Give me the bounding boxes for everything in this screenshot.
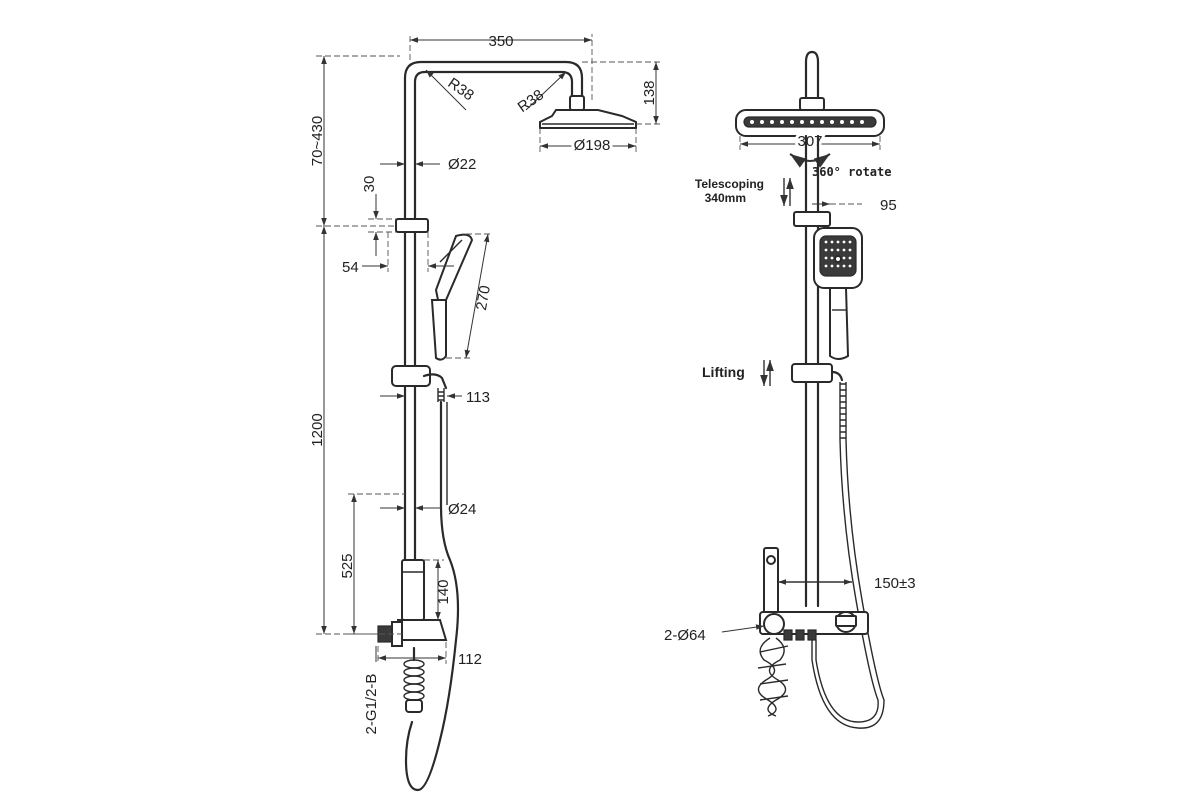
dimension-spout-140: 140: [424, 559, 452, 620]
dim-label-54: 54: [342, 259, 359, 276]
riser-pipe: [403, 60, 584, 637]
dimension-hand-shower-270: 270: [446, 233, 494, 359]
wall-holder-front: [793, 211, 831, 227]
dimension-pipe-24: Ø24: [348, 493, 476, 518]
dim-label-150: 150±3: [874, 575, 916, 592]
dimension-head-diameter-198: Ø198: [539, 128, 637, 157]
wall-holder-upper: [395, 218, 429, 233]
dim-label-inlet-thread: 2-G1/2-B: [363, 674, 380, 735]
dimension-holder-95: 95: [812, 197, 897, 214]
slider-bracket-side: [391, 365, 448, 402]
dimension-pipe-22: Ø22: [380, 156, 476, 173]
dimension-mixer-525: 525: [339, 494, 378, 635]
dim-label-350: 350: [488, 33, 513, 50]
dimension-slider-113: 113: [380, 389, 490, 406]
dimension-bar-1200: 1200: [309, 226, 402, 635]
dim-label-70-430: 70~430: [309, 116, 326, 166]
hose-side: [404, 400, 460, 792]
dim-label-22: Ø22: [448, 156, 476, 173]
rotate-360-symbol: 360° rotate: [789, 153, 891, 179]
dim-label-112: 112: [458, 651, 482, 668]
dim-label-138: 138: [641, 80, 658, 105]
dimension-head-drop-138: 138: [582, 61, 660, 125]
dim-label-113: 113: [466, 389, 490, 406]
dim-label-escutcheon: 2-Ø64: [664, 627, 706, 644]
top-arm-front: [804, 50, 820, 102]
dimension-width-350: 350: [409, 33, 593, 100]
dimension-holder-54: 54: [342, 232, 454, 276]
dim-label-270: 270: [473, 284, 494, 312]
spring-hose-front: [757, 637, 789, 717]
mixer-valve-front: [759, 611, 869, 641]
dim-label-r38-left: R38: [445, 75, 477, 105]
dim-label-525: 525: [339, 553, 356, 578]
lifting-label: Lifting: [702, 364, 745, 380]
nozzle-row: [750, 120, 864, 124]
dimension-height-range: 70~430: [309, 55, 400, 227]
telescoping-indicator: Telescoping 340mm: [695, 177, 794, 206]
dim-label-140: 140: [435, 579, 452, 604]
rotate-label: 360° rotate: [812, 165, 891, 179]
hand-spray-front: [763, 547, 852, 615]
telescoping-label-line1: Telescoping: [695, 177, 764, 191]
dim-label-30: 30: [361, 176, 378, 193]
spring-hose-side: [403, 646, 425, 713]
dimension-inlet-thread: 2-G1/2-B: [363, 646, 380, 734]
dim-label-198: Ø198: [574, 137, 611, 154]
side-view: 350 R38 R38 138 Ø198: [309, 33, 660, 792]
dimension-mixer-112: 112: [377, 642, 482, 668]
dim-label-95: 95: [880, 197, 897, 214]
nozzle-grid: [824, 240, 852, 268]
dimension-inlet-spacing: 150±3: [778, 575, 916, 592]
overhead-shower-head-front: [735, 97, 885, 137]
front-view: 307 360° rotate Telescoping 340mm 95: [664, 50, 916, 729]
dim-label-1200: 1200: [309, 413, 326, 446]
dim-label-24: Ø24: [448, 501, 476, 518]
hand-shower-front: [813, 227, 863, 360]
overhead-shower-head-side: [539, 95, 637, 129]
lifting-indicator: Lifting: [702, 360, 774, 386]
dim-label-r38-right: R38: [515, 86, 547, 116]
hand-shower-side: [430, 233, 474, 361]
dimension-holder-30: 30: [361, 176, 396, 256]
telescoping-label-line2: 340mm: [705, 191, 746, 205]
hose-front: [811, 382, 885, 729]
dimension-radius-left: R38: [425, 69, 477, 111]
dimension-escutcheon: 2-Ø64: [664, 624, 765, 644]
slider-bracket-front: [791, 363, 844, 383]
